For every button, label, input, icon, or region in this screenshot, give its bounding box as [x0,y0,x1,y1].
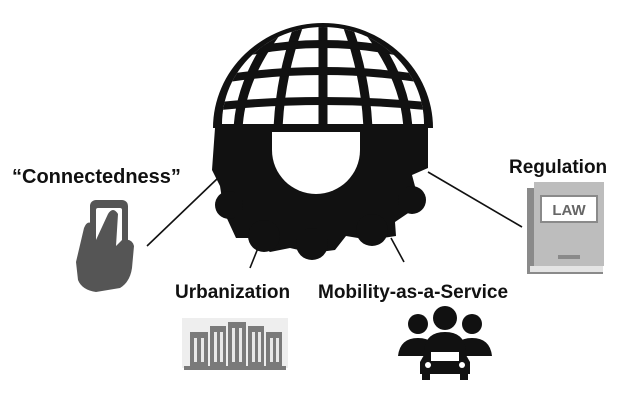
label-mobility-as-a-service: Mobility-as-a-Service [318,282,509,303]
connector-regulation [427,171,523,228]
law-book-text: LAW [552,202,586,219]
connector-urbanization [249,247,259,269]
connector-connectedness [146,177,219,247]
law-book-icon [527,182,604,274]
label-urbanization: Urbanization [175,282,291,303]
label-regulation: Regulation [509,157,608,178]
people-car-icon [398,306,492,380]
label-connectedness: “Connectedness” [12,166,181,188]
connector-mobility [390,237,405,263]
gear-globe-icon [212,23,433,260]
smartphone-hand-icon [76,200,134,292]
city-buildings-icon [182,318,288,370]
